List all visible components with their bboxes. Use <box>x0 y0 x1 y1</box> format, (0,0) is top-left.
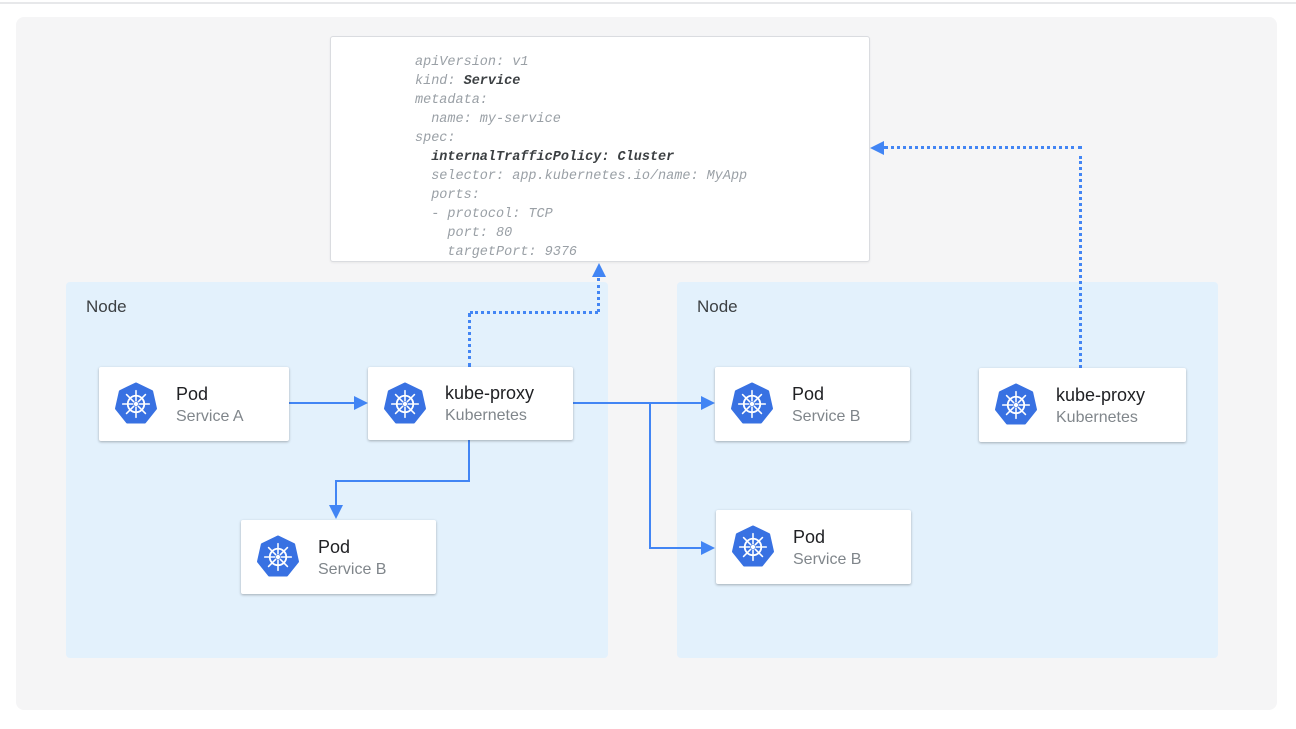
yaml-line: metadata: <box>415 91 869 110</box>
yaml-line: apiVersion: v1 <box>415 53 869 72</box>
top-divider <box>0 2 1296 4</box>
node-label: Node <box>697 297 738 317</box>
kube-proxy-to-pod-b-top-arrowhead <box>701 396 715 410</box>
card-title: Pod <box>793 525 861 549</box>
yaml-line: port: 80 <box>415 224 869 243</box>
kube-proxy-to-pod-b-left-line <box>335 480 470 482</box>
kube-proxy-left-card: kube-proxy Kubernetes <box>368 367 573 440</box>
card-subtitle: Service A <box>176 406 244 427</box>
pod-service-b-right-bottom-card: Pod Service B <box>716 510 911 584</box>
yaml-line: ports: <box>415 186 869 205</box>
kube-proxy-to-pod-b-bottom-arrowhead <box>701 541 715 555</box>
yaml-line: - protocol: TCP <box>415 205 869 224</box>
yaml-line: targetPort: 9376 <box>415 243 869 262</box>
kube-proxy-to-pod-b-bottom-line <box>649 547 703 549</box>
pod-a-to-kube-proxy-line <box>289 402 355 404</box>
yaml-line: kind: Service <box>415 72 869 91</box>
yaml-line: selector: app.kubernetes.io/name: MyApp <box>415 167 869 186</box>
node-box-right: Node <box>677 282 1218 658</box>
card-subtitle: Service B <box>793 549 861 570</box>
card-subtitle: Kubernetes <box>1056 407 1145 428</box>
card-title: Pod <box>176 382 244 406</box>
yaml-line: name: my-service <box>415 110 869 129</box>
kubernetes-icon <box>255 535 301 579</box>
kube-proxy-to-pod-b-top-line <box>573 402 703 404</box>
service-yaml-card: apiVersion: v1 kind: Service metadata: n… <box>330 36 870 262</box>
kube-proxy-right-dotted-vertical <box>1079 156 1082 368</box>
card-subtitle: Kubernetes <box>445 405 534 426</box>
kubernetes-icon <box>113 382 159 426</box>
kubernetes-icon <box>993 383 1039 427</box>
kubernetes-icon <box>730 525 776 569</box>
pod-service-a-card: Pod Service A <box>99 367 289 441</box>
card-subtitle: Service B <box>318 559 386 580</box>
pod-service-b-left-card: Pod Service B <box>241 520 436 594</box>
pod-b-left-drop-line <box>335 480 337 506</box>
kubernetes-icon <box>382 382 428 426</box>
card-title: kube-proxy <box>1056 383 1145 407</box>
yaml-line: internalTrafficPolicy: Cluster <box>415 148 869 167</box>
kube-proxy-left-dotted-horizontal <box>470 311 598 314</box>
yaml-line: spec: <box>415 129 869 148</box>
card-subtitle: Service B <box>792 406 860 427</box>
kubernetes-icon <box>729 382 775 426</box>
kube-proxy-to-pod-b-left-arrowhead <box>329 505 343 519</box>
kube-proxy-left-dotted-vertical <box>468 313 471 367</box>
kube-proxy-left-to-service-arrowhead <box>592 263 606 277</box>
kube-proxy-right-dotted-horizontal <box>884 146 1082 149</box>
kube-proxy-left-dotted-stub <box>597 278 600 312</box>
kube-proxy-right-card: kube-proxy Kubernetes <box>979 368 1186 442</box>
pod-a-to-kube-proxy-arrowhead <box>354 396 368 410</box>
card-title: Pod <box>318 535 386 559</box>
node-box-left: Node <box>66 282 608 658</box>
node-label: Node <box>86 297 127 317</box>
card-title: kube-proxy <box>445 381 534 405</box>
kube-proxy-down-line <box>468 440 470 482</box>
kube-proxy-branch-vertical-line <box>649 402 651 549</box>
pod-service-b-right-top-card: Pod Service B <box>715 367 910 441</box>
card-title: Pod <box>792 382 860 406</box>
kube-proxy-right-to-service-arrowhead <box>870 141 884 155</box>
